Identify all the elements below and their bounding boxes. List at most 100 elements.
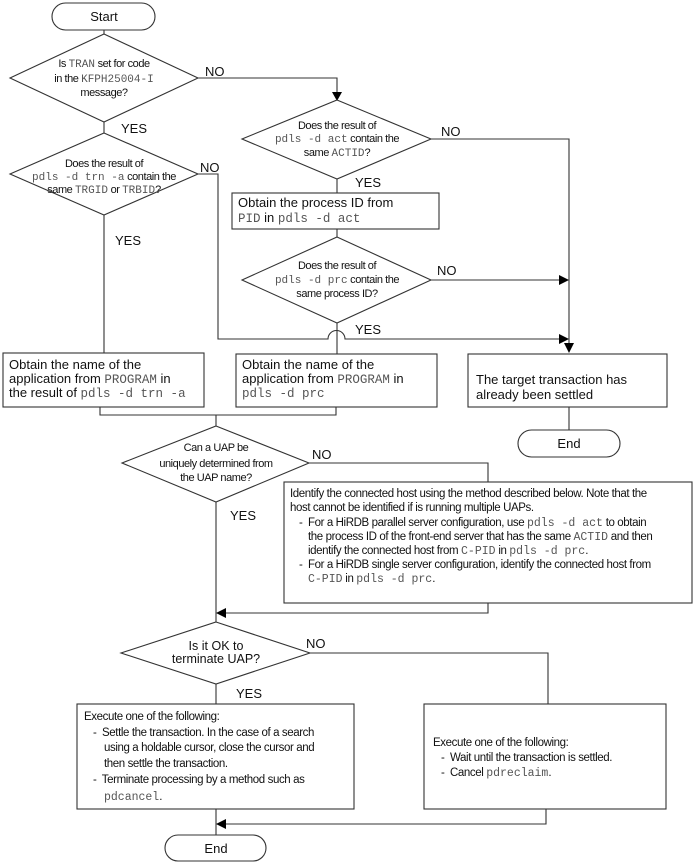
text-segment: - For a HiRDB single server configuratio… (299, 559, 651, 571)
process-identify-host (283, 481, 693, 604)
connector-identify-return (223, 603, 489, 614)
arrowheads (216, 92, 574, 829)
text-segment: - For a HiRDB parallel server configurat… (299, 517, 527, 529)
start-label: Start (90, 9, 118, 24)
arrowhead-down-icon (564, 343, 574, 353)
decision-tran-set (8, 33, 200, 123)
start-terminal (51, 2, 156, 31)
code-text: PROGRAM (337, 373, 390, 387)
q-terminate-yes-label: YES (236, 686, 262, 701)
process-execute-no (423, 703, 667, 810)
decision-ok-terminate (119, 621, 312, 685)
code-text: pdls -d prc (242, 387, 325, 401)
text-segment: contain the (124, 171, 176, 183)
code-text: pdls -d act (527, 517, 603, 530)
code-text: PID (238, 212, 261, 226)
process-identify-host-text: Identify the connected host using the me… (290, 488, 652, 586)
decision-prc-result (240, 236, 433, 324)
text-segment: using a holdable cursor, close the curso… (104, 742, 314, 754)
text-segment: application from (242, 371, 337, 386)
text-segment: - Cancel (441, 767, 486, 779)
text-segment: and then (608, 531, 652, 543)
text-segment: . (159, 791, 162, 803)
text-segment: in (496, 545, 510, 557)
text-segment: ? (365, 147, 371, 159)
code-text: pdreclaim (486, 767, 548, 780)
text-segment: contain the (348, 133, 400, 145)
q-act-no-label: NO (441, 124, 461, 139)
code-text: pdls -d prc (275, 275, 348, 287)
q-act-yes-label: YES (355, 175, 381, 190)
code-text: pdls -d trn -a (32, 172, 125, 184)
process-program-from-prc (235, 353, 438, 408)
text-segment: contain the (348, 274, 400, 286)
code-text: ACTID (332, 148, 365, 160)
code-text: pdls -d trn -a (81, 387, 187, 401)
arrowhead-left-icon (216, 819, 226, 829)
text-segment: same process ID? (296, 288, 378, 300)
text-segment: or (108, 184, 122, 196)
code-text: C-PID (308, 573, 343, 586)
text-segment: Is it OK to (189, 639, 244, 653)
code-text: TRGID (75, 185, 108, 197)
code-text: TRBID (122, 185, 155, 197)
q-uap-yes-label: YES (230, 508, 256, 523)
q-tran-no-label: NO (205, 64, 225, 79)
text-segment: The target transaction has (476, 372, 628, 387)
end-label-settled: End (557, 436, 580, 451)
connector-q-terminate-no (310, 652, 549, 704)
text-segment: Obtain the name of the (9, 357, 141, 372)
connectors (99, 30, 570, 835)
text-segment: in (157, 371, 171, 386)
text-segment: . (585, 545, 588, 557)
arrowhead-down-icon (332, 92, 342, 101)
code-text: pdls -d prc (509, 545, 585, 558)
text-segment: Execute one of the following: (433, 737, 569, 749)
text-segment: host cannot be identified if is running … (290, 502, 534, 514)
text-segment: . (432, 573, 435, 585)
decision-trn-result (8, 132, 200, 216)
text-segment: Does the result of (298, 260, 378, 272)
code-text: pdls -d prc (356, 573, 432, 586)
code-text: C-PID (461, 545, 496, 558)
code-text: PROGRAM (104, 373, 157, 387)
process-execute-no-text: Execute one of the following: - Wait unti… (433, 737, 612, 780)
connector-merge-programs (99, 407, 337, 426)
text-segment: uniquely determined from (159, 458, 273, 470)
decision-act-result (240, 99, 433, 180)
text-segment: ? (155, 184, 161, 196)
text-segment: terminate UAP? (172, 652, 260, 666)
connector-q-uap-no (309, 462, 489, 482)
q-prc-no-label: NO (437, 263, 457, 278)
process-program-from-trn (2, 352, 205, 408)
arrowhead-left-icon (216, 608, 226, 618)
code-text: ACTID (574, 531, 609, 544)
text-segment: to obtain (603, 517, 646, 529)
code-text: KFPH25004-I (81, 74, 154, 86)
process-execute-yes-text: Execute one of the following:- Settle th… (84, 711, 314, 804)
text-segment: Identify the connected host using the me… (290, 488, 647, 500)
text-segment: in the (54, 73, 81, 85)
text-segment: - Terminate processing by a method such … (93, 774, 305, 786)
q-uap-no-label: NO (312, 447, 332, 462)
text-segment: Does the result of (298, 120, 378, 132)
text-segment: Obtain the process ID from (238, 195, 393, 210)
q-trn-yes-label: YES (115, 233, 141, 248)
text-segment: - Wait until the transaction is settled. (441, 752, 612, 764)
text-segment: in (261, 210, 278, 225)
q-prc-yes-label: YES (355, 322, 381, 337)
text-segment: the UAP name? (180, 472, 252, 484)
text-segment: the result of (9, 385, 81, 400)
text-segment: already been settled (476, 387, 593, 402)
process-already-settled (467, 353, 668, 408)
text-segment: Does the result of (65, 158, 145, 170)
arrowhead-right-icon (559, 334, 569, 344)
text-segment: Is (58, 58, 68, 70)
text-segment: Can a UAP be (184, 442, 249, 454)
text-segment: message? (80, 87, 127, 99)
